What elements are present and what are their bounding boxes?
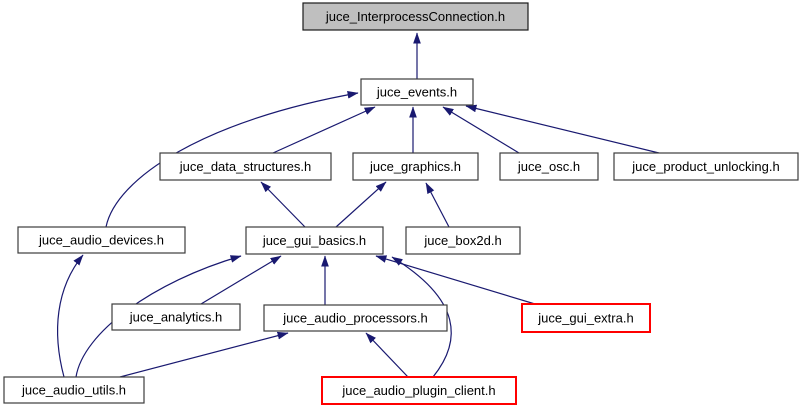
node-label: juce_product_unlocking.h (631, 159, 779, 174)
edge-gui-basics-to-data-structures (260, 181, 306, 228)
edge-data-structures-to-events (272, 106, 376, 154)
edge-gui-basics-to-graphics (335, 181, 387, 228)
node-label: juce_audio_utils.h (21, 383, 126, 398)
edge-analytics-to-gui-basics (200, 255, 282, 305)
node-juce-audio-plugin-client-h[interactable]: juce_audio_plugin_client.h (321, 376, 517, 405)
node-juce-audio-devices-h[interactable]: juce_audio_devices.h (17, 226, 186, 254)
edge-product-unlocking-to-events (465, 104, 660, 154)
node-label: juce_audio_processors.h (282, 311, 428, 326)
node-label: juce_audio_devices.h (38, 233, 164, 248)
node-juce-product-unlocking-h[interactable]: juce_product_unlocking.h (613, 152, 799, 181)
node-juce-osc-h[interactable]: juce_osc.h (499, 152, 599, 181)
node-label: juce_box2d.h (423, 233, 501, 248)
node-juce-interprocessconnection-h: juce_InterprocessConnection.h (302, 2, 529, 31)
node-juce-audio-processors-h[interactable]: juce_audio_processors.h (263, 304, 448, 332)
node-label: juce_audio_plugin_client.h (341, 383, 495, 398)
node-juce-data-structures-h[interactable]: juce_data_structures.h (159, 152, 332, 181)
node-label: juce_events.h (376, 85, 457, 100)
node-juce-events-h[interactable]: juce_events.h (360, 78, 474, 106)
edge-osc-to-events (442, 106, 520, 154)
edge-gui-extra-to-gui-basics (375, 255, 536, 305)
node-juce-box2d-h[interactable]: juce_box2d.h (405, 226, 521, 255)
node-label: juce_gui_basics.h (262, 233, 366, 248)
node-juce-gui-basics-h[interactable]: juce_gui_basics.h (245, 226, 384, 255)
edge-audio-utils-to-audio-processors (119, 331, 289, 378)
node-juce-audio-utils-h[interactable]: juce_audio_utils.h (3, 376, 145, 404)
node-juce-graphics-h[interactable]: juce_graphics.h (352, 152, 479, 181)
node-juce-gui-extra-h[interactable]: juce_gui_extra.h (521, 303, 651, 333)
node-label: juce_data_structures.h (179, 159, 312, 174)
edge-audio-plugin-client-to-audio-processors (365, 332, 409, 378)
node-label: juce_analytics.h (129, 310, 223, 325)
node-juce-analytics-h[interactable]: juce_analytics.h (111, 303, 241, 331)
node-label: juce_graphics.h (369, 159, 461, 174)
edge-audio-utils-to-audio-devices (56, 254, 84, 378)
edge-box2d-to-graphics (425, 182, 450, 228)
node-label: juce_osc.h (517, 159, 580, 174)
edge-audio-plugin-client-to-gui-basics (391, 256, 452, 378)
node-label: juce_InterprocessConnection.h (325, 9, 505, 24)
edge-audio-devices-to-events (105, 91, 359, 228)
node-label: juce_gui_extra.h (537, 311, 633, 326)
